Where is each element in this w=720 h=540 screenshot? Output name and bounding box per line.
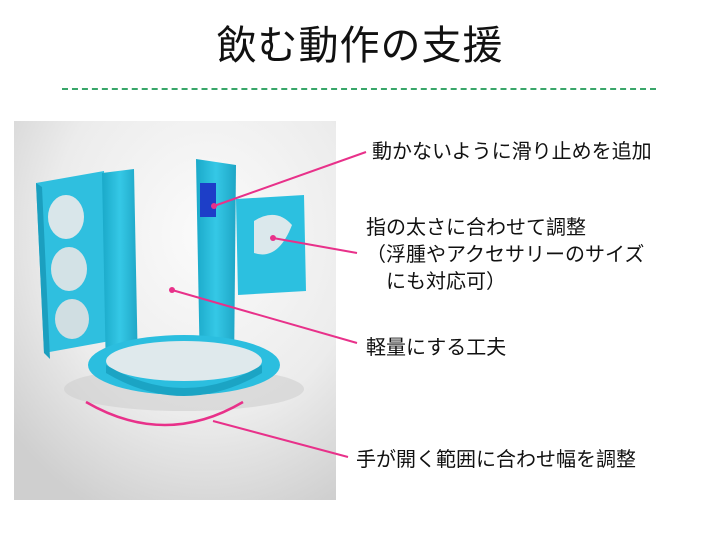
callout-dot-finger: [270, 235, 276, 241]
callout-arc-width: [85, 400, 244, 427]
callout-line-anti-slip: [213, 151, 367, 207]
annotation-finger-size: 指の太さに合わせて調整 （浮腫やアクセサリーのサイズ にも対応可）: [366, 214, 644, 295]
callout-dot-anti-slip: [211, 203, 217, 209]
slide-title: 飲む動作の支援: [216, 23, 504, 69]
annotation-lightweight: 軽量にする工夫: [366, 335, 507, 359]
product-photo: [14, 121, 336, 500]
annotation-finger-line-2: （浮腫やアクセサリーのサイズ: [366, 242, 645, 266]
annotation-anti-slip: 動かないように滑り止めを追加: [372, 139, 652, 163]
callout-line-width: [212, 420, 349, 458]
annotation-finger-line-3: にも対応可）: [366, 269, 506, 293]
annotation-width-adjust: 手が開く範囲に合わせ幅を調整: [356, 447, 636, 471]
annotation-finger-line-1: 指の太さに合わせて調整: [366, 215, 586, 239]
callout-dot-lightweight: [169, 287, 175, 293]
callout-line-lightweight: [171, 289, 358, 344]
callout-line-finger: [272, 237, 358, 254]
title-divider: [62, 88, 656, 90]
